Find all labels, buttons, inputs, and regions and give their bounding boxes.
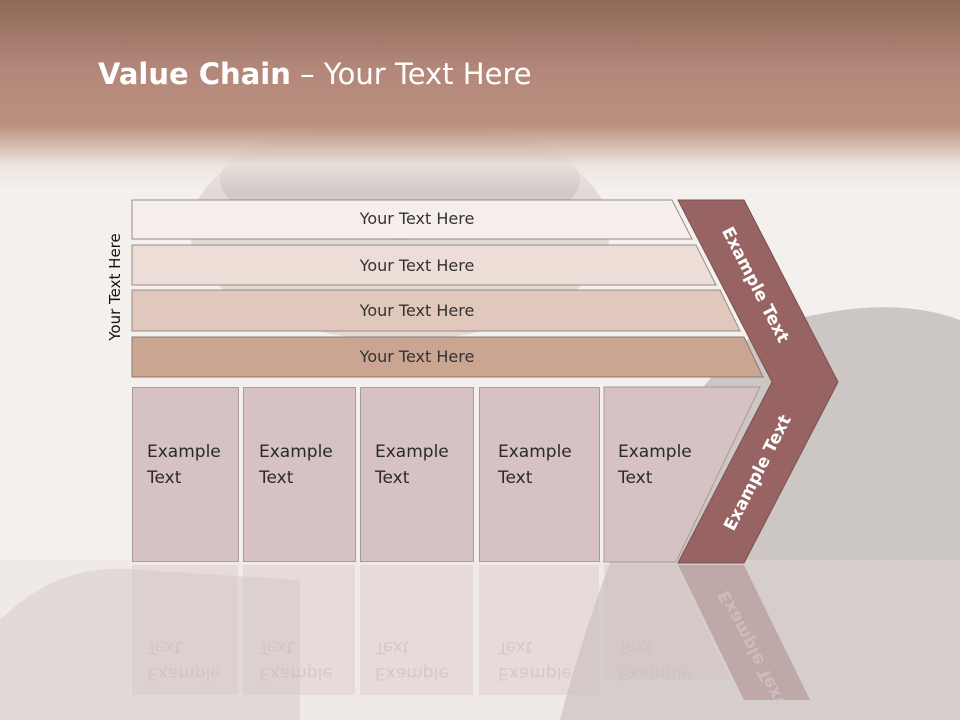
bar-label-2: Your Text Here [359,256,475,275]
title-bold: Value Chain [98,57,291,91]
bar-4 [131,336,764,378]
box-3 [360,387,474,562]
box-label-3: Example Text [375,442,449,488]
bar-2 [131,244,717,286]
box-4 [479,387,600,562]
bar-1 [131,199,693,240]
box-2 [243,387,356,562]
slide-title: Value Chain – Your Text Here [98,54,532,94]
chevron-arrow [677,199,839,564]
box-5-shape [603,386,761,563]
box-reflection-4: Example Text [498,637,572,683]
title-rest: – Your Text Here [290,57,532,91]
box-label-1: Example Text [147,442,221,488]
bar-label-3: Your Text Here [359,301,475,320]
bar-label-1: Your Text Here [359,209,475,228]
box-label-5: Example Text [618,442,692,488]
box-1 [132,387,239,562]
box-reflection-5: Example Text [618,637,692,683]
box-reflection-3: Example Text [375,637,449,683]
bar-label-4: Your Text Here [359,347,475,366]
box-reflection-1: Example Text [147,637,221,683]
header-band [0,0,960,190]
box-reflection-2: Example Text [259,637,333,683]
bar-3 [131,289,741,332]
box-label-4: Example Text [498,442,572,488]
box-label-2: Example Text [259,442,333,488]
